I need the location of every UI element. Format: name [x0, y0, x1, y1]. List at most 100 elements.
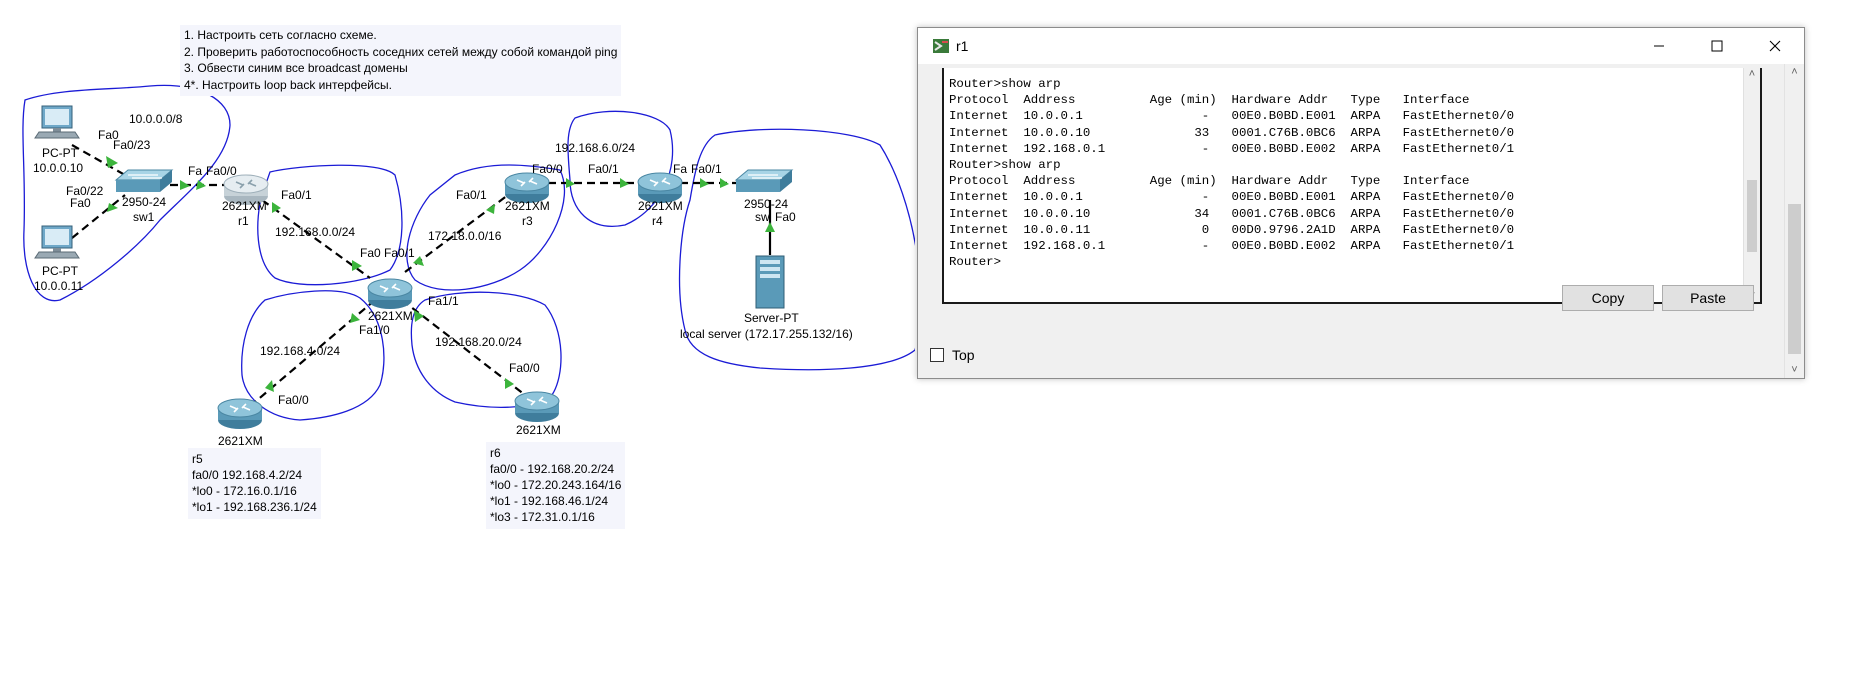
- sw2-model-label: 2950-24: [744, 197, 788, 211]
- port-pc2-sw: Fa0: [70, 196, 91, 210]
- task-line: 4*. Настроить loop back интерфейсы.: [184, 77, 392, 92]
- task-list-note: 1. Настроить сеть согласно схеме. 2. Про…: [180, 25, 622, 96]
- sw1[interactable]: [115, 169, 173, 193]
- r2[interactable]: [367, 278, 413, 310]
- sw2-name-label: sw: [755, 210, 770, 224]
- cli-line: Internet 10.0.0.1 - 00E0.B0BD.E001 ARPA …: [949, 190, 1515, 205]
- port-r3-r4: Fa0/0: [532, 162, 563, 176]
- r2-model-label: 2621XM: [368, 309, 413, 323]
- port-r3-r2: Fa0/1: [456, 188, 487, 202]
- broadcast-domain-outlines: [22, 84, 915, 421]
- domain-outline-r1r2: [257, 164, 403, 286]
- r4-name-label: r4: [652, 214, 663, 228]
- r5-info-line: fa0/0 192.168.4.2/24: [192, 468, 303, 482]
- server[interactable]: [755, 255, 785, 309]
- r4-model-label: 2621XM: [638, 199, 683, 213]
- top-checkbox[interactable]: [930, 348, 944, 362]
- r5-info-line: *lo1 - 192.168.236.1/24: [192, 500, 317, 514]
- r1-name-label: r1: [238, 214, 249, 228]
- close-icon: [1769, 40, 1781, 52]
- port-r1-sw: Fa0/0: [206, 164, 237, 178]
- r6[interactable]: [514, 391, 560, 423]
- r3-model-label: 2621XM: [505, 199, 550, 213]
- cli-line: Protocol Address Age (min) Hardware Addr…: [949, 93, 1470, 108]
- minimize-button[interactable]: [1630, 28, 1688, 64]
- domain-outline-r2r3: [406, 164, 565, 291]
- r6-info-note: r6 fa0/0 - 192.168.20.2/24 *lo0 - 172.20…: [486, 442, 626, 529]
- server-desc-label: local server (172.17.255.132/16): [680, 327, 853, 341]
- net-172-18-label: 172.18.0.0/16: [428, 229, 502, 243]
- domain-outline-r4-server: [678, 128, 915, 371]
- window-title: r1: [956, 38, 969, 54]
- domain-outline-lan1: [22, 84, 231, 302]
- link-pc1-sw1: [71, 144, 126, 176]
- pc2-ip-label: 10.0.0.11: [34, 279, 83, 293]
- task-line: 2. Проверить работоспособность соседних …: [184, 44, 618, 59]
- net-168-0-label: 192.168.0.0/24: [275, 225, 355, 239]
- pc2[interactable]: [34, 225, 80, 259]
- title-bar[interactable]: r1: [918, 28, 1804, 64]
- domain-outline-r2r5: [241, 290, 385, 421]
- task-line: 1. Настроить сеть согласно схеме.: [184, 28, 377, 42]
- scroll-up-icon[interactable]: ˄: [1748, 68, 1756, 80]
- r6-info-line: r6: [490, 446, 501, 460]
- task-line: 3. Обвести синим все broadcast домены: [184, 61, 408, 75]
- terminal-scrollbar[interactable]: ˄ ˅: [1743, 68, 1760, 302]
- pc1[interactable]: [34, 105, 80, 139]
- maximize-icon: [1711, 40, 1723, 52]
- r6-info-line: fa0/0 - 192.168.20.2/24: [490, 462, 615, 476]
- sw2[interactable]: [735, 169, 793, 193]
- cli-line: Router>show arp: [949, 158, 1061, 173]
- terminal-scroll-thumb[interactable]: [1747, 180, 1757, 252]
- window-scrollbar[interactable]: ˄ ˅: [1784, 64, 1804, 378]
- cli-line: Router>: [949, 255, 1002, 270]
- server-model-label: Server-PT: [744, 311, 799, 325]
- cli-line: Internet 10.0.0.10 33 0001.C76B.0BC6 ARP…: [949, 125, 1515, 140]
- net-168-20-label: 192.168.20.0/24: [435, 335, 522, 349]
- maximize-button[interactable]: [1688, 28, 1746, 64]
- pc1-ip-label: 10.0.0.10: [33, 161, 83, 175]
- net-168-4-label: 192.168.4.0/24: [260, 344, 340, 358]
- net-10-label: 10.0.0.0/8: [129, 112, 183, 126]
- top-checkbox-label: Top: [952, 347, 975, 363]
- link-pc2-sw1: [71, 194, 126, 239]
- copy-button[interactable]: Copy: [1562, 285, 1654, 311]
- port-sw-r1: Fa: [188, 164, 202, 178]
- port-sw2-srv: Fa0: [775, 210, 796, 224]
- sw1-model-label: 2950-24: [122, 195, 166, 209]
- r5-model-label: 2621XM: [218, 434, 263, 448]
- minimize-icon: [1654, 45, 1664, 47]
- r6-model-label: 2621XM: [516, 423, 561, 437]
- sw1-name-label: sw1: [133, 210, 155, 224]
- r3-name-label: r3: [522, 214, 533, 228]
- port-r2-r3: Fa0/1: [384, 246, 415, 260]
- r5-info-line: *lo0 - 172.16.0.1/16: [192, 484, 297, 498]
- window-scroll-thumb[interactable]: [1788, 204, 1801, 354]
- port-sw2-r4: Fa0/1: [691, 162, 722, 176]
- port-sw-pc2: Fa0/22: [66, 184, 104, 198]
- cli-line: Internet 10.0.0.10 34 0001.C76B.0BC6 ARP…: [949, 206, 1515, 221]
- scroll-up-icon[interactable]: ˄: [1791, 66, 1798, 78]
- close-button[interactable]: [1746, 28, 1804, 64]
- paste-button[interactable]: Paste: [1662, 285, 1754, 311]
- port-r4-r3: Fa0/1: [588, 162, 619, 176]
- port-r2-r1: Fa0: [360, 246, 381, 260]
- scroll-down-icon[interactable]: ˅: [1791, 364, 1798, 376]
- port-r2-r5: Fa1/0: [359, 323, 390, 337]
- r6-info-line: *lo3 - 172.31.0.1/16: [490, 510, 595, 524]
- cli-line: Router>show arp: [949, 77, 1061, 91]
- r6-info-line: *lo1 - 192.168.46.1/24: [490, 494, 609, 508]
- domain-outline-r2r6: [410, 291, 562, 408]
- port-r4-sw: Fa: [673, 162, 687, 176]
- topology-canvas: PC-PT 10.0.0.10 PC-PT 10.0.0.11 2950-24 …: [22, 84, 915, 448]
- port-sw-pc1: Fa0/23: [113, 138, 151, 152]
- port-r6-r2: Fa0/0: [509, 361, 540, 375]
- port-r5-r2: Fa0/0: [278, 393, 309, 407]
- net-168-6-label: 192.168.6.0/24: [555, 141, 635, 155]
- cli-line: Internet 192.168.0.1 - 00E0.B0BD.E002 AR…: [949, 141, 1515, 156]
- r5[interactable]: [217, 398, 263, 430]
- cli-line: Protocol Address Age (min) Hardware Addr…: [949, 174, 1470, 189]
